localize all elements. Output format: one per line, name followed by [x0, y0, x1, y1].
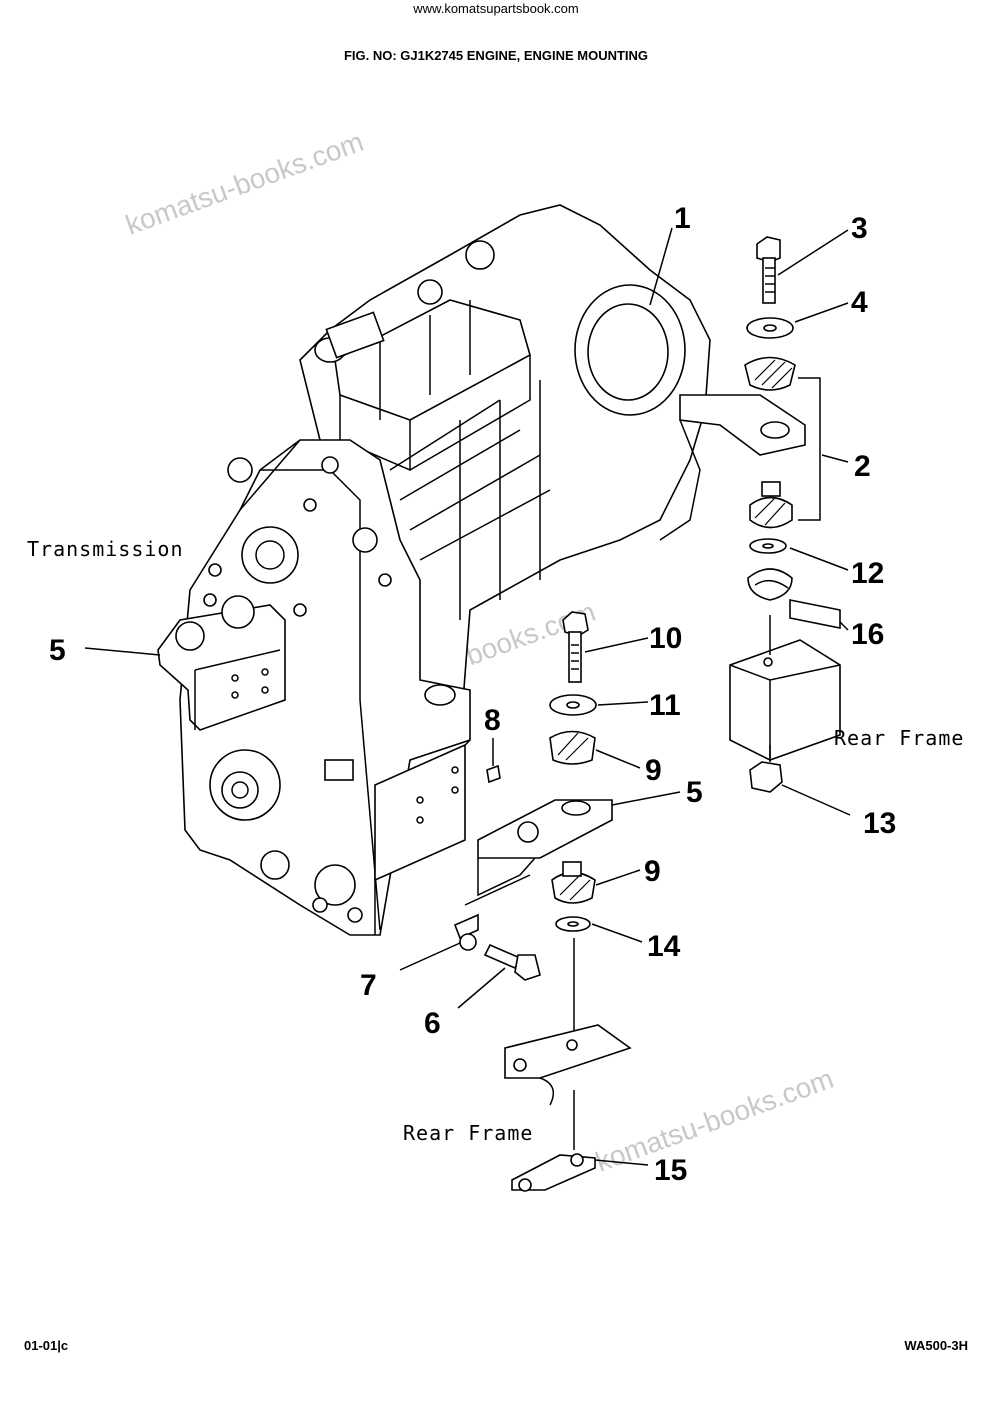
label-rear-frame-right: Rear Frame: [834, 726, 964, 750]
callout-15: 15: [654, 1154, 687, 1187]
label-transmission: Transmission: [27, 537, 184, 561]
label-rear-frame-bottom: Rear Frame: [403, 1121, 533, 1145]
figure-title: FIG. NO: GJ1K2745 ENGINE, ENGINE MOUNTIN…: [343, 48, 649, 63]
rear-mount-stack: [729, 236, 841, 793]
watermark: komatsu-books.com: [121, 126, 367, 241]
callout-12: 12: [851, 557, 884, 590]
source-url: www.komatsupartsbook.com: [413, 1, 579, 16]
engine-transmission-assembly: [157, 204, 806, 936]
callout-9-lower: 9: [644, 855, 661, 888]
machine-model: WA500-3H: [904, 1338, 968, 1353]
watermark: komatsu-books.com: [591, 1063, 837, 1178]
callout-5-left: 5: [49, 634, 66, 667]
callout-5-right: 5: [686, 776, 703, 809]
callout-9-upper: 9: [645, 754, 662, 787]
callout-10: 10: [649, 622, 682, 655]
callouts: 1 3 4 2 12 16 5 10 11 8 9 5 13 9 14 7 6 …: [49, 202, 896, 1187]
callout-4: 4: [851, 286, 868, 319]
callout-1: 1: [674, 202, 691, 235]
callout-3: 3: [851, 212, 868, 245]
callout-14: 14: [647, 930, 681, 963]
page-code: 01-01|c: [24, 1338, 69, 1353]
callout-11: 11: [649, 689, 681, 722]
front-mount-stack: [453, 611, 632, 1192]
leader-lines: [84, 227, 851, 1166]
callout-7: 7: [360, 969, 377, 1002]
callout-13: 13: [863, 807, 896, 840]
callout-2: 2: [854, 450, 871, 483]
callout-6: 6: [424, 1007, 441, 1040]
callout-8: 8: [484, 704, 501, 737]
callout-16: 16: [851, 618, 884, 651]
